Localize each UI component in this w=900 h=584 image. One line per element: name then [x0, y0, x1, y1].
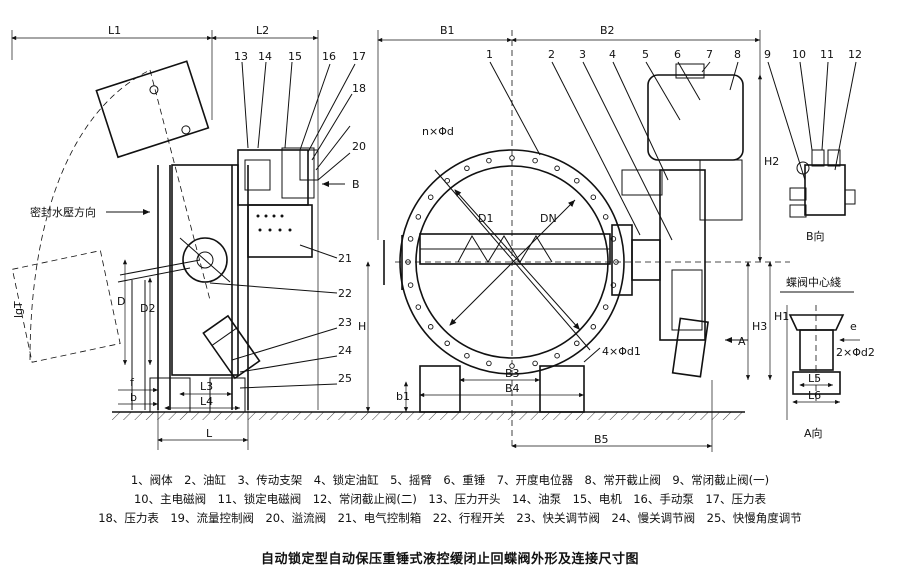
dim-B4: B4: [505, 382, 520, 395]
bolt-hole: [486, 157, 492, 164]
bolt-hole: [574, 177, 580, 184]
dim-e: e: [850, 320, 857, 333]
callout-21: 21: [338, 252, 352, 265]
dim-L1: L1: [108, 24, 121, 37]
dim-L4: L4: [200, 395, 213, 408]
dim-H3: H3: [752, 320, 767, 333]
bolt-hole: [590, 324, 597, 330]
bolt-hole: [602, 214, 609, 220]
bolt-hole: [427, 324, 434, 330]
callout-12: 12: [848, 48, 862, 61]
bolt-hole: [427, 194, 434, 200]
callout-18: 18: [352, 82, 366, 95]
callout-16: 16: [322, 50, 336, 63]
callout-6: 6: [674, 48, 681, 61]
dim-2-phid2: 2×Φd2: [836, 346, 875, 359]
callout-24: 24: [338, 344, 352, 357]
bolt-hole: [444, 340, 450, 347]
callout-4: 4: [609, 48, 616, 61]
callout-1: 1: [486, 48, 493, 61]
callout-3: 3: [579, 48, 586, 61]
legend-line-1: 1、阀体 2、油缸 3、传动支架 4、锁定油缸 5、摇臂 6、重锤 7、开度电位…: [130, 473, 770, 487]
bolt-hole: [407, 236, 414, 242]
dim-H2: H2: [764, 155, 779, 168]
bolt-hole: [532, 157, 538, 164]
legend-line-2: 10、主电磁阀 11、锁定电磁阀 12、常闭截止阀(二) 13、压力开头 14、…: [133, 492, 767, 506]
view-a: [780, 291, 860, 420]
callout-10: 10: [792, 48, 806, 61]
callout-17: 17: [352, 50, 366, 63]
ground: [112, 411, 745, 420]
bolt-hole: [554, 165, 560, 172]
dim-B3: B3: [505, 367, 520, 380]
dim-D: D: [117, 295, 125, 308]
callout-23: 23: [338, 316, 352, 329]
bolt-hole: [486, 360, 492, 367]
bolt-hole: [464, 352, 470, 359]
dim-L5: L5: [808, 372, 821, 385]
callout-25: 25: [338, 372, 352, 385]
dim-L2: L2: [256, 24, 269, 37]
callout-14: 14: [258, 50, 272, 63]
centerline-label: 蝶阀中心綫: [786, 275, 841, 289]
callout-5: 5: [642, 48, 649, 61]
dim-H1: H1: [774, 310, 789, 323]
callout-13: 13: [234, 50, 248, 63]
dim-lgT: lgT: [12, 301, 25, 318]
dim-L3: L3: [200, 380, 213, 393]
callout-20: 20: [352, 140, 366, 153]
view-b-title: B向: [806, 229, 825, 243]
callout-9: 9: [764, 48, 771, 61]
bolt-hole: [590, 194, 597, 200]
view-b: [789, 149, 856, 218]
dim-B1: B1: [440, 24, 455, 37]
dim-D2: D2: [140, 302, 155, 315]
bolt-hole: [554, 352, 560, 359]
legend-line-3: 18、压力表 19、流量控制阀 20、溢流阀 21、电气控制箱 22、行程开关 …: [98, 511, 802, 525]
dim-B2: B2: [600, 24, 615, 37]
bolt-hole: [415, 304, 422, 310]
bolt-hole: [574, 340, 580, 347]
bolt-hole: [444, 177, 450, 184]
callout-11: 11: [820, 48, 834, 61]
figure-caption: 自动锁定型自动保压重锤式液控缓闭止回蝶阀外形及连接尺寸图: [260, 552, 639, 567]
dim-b: b: [130, 391, 137, 404]
bolt-hole: [415, 214, 422, 220]
dim-B5: B5: [594, 433, 609, 446]
bolt-hole: [464, 165, 470, 172]
callout-8: 8: [734, 48, 741, 61]
bolt-hole: [509, 155, 515, 161]
view-a-arrow-label: A: [738, 335, 746, 348]
dim-n-phid: n×Φd: [422, 125, 454, 138]
dim-H: H: [358, 320, 366, 333]
dim-b1: b1: [396, 390, 410, 403]
bolt-hole: [532, 360, 538, 367]
front-view: [365, 30, 857, 452]
dim-4-phid1: 4×Φd1: [602, 345, 641, 358]
dim-L6: L6: [808, 389, 821, 402]
view-a-title: A向: [804, 426, 823, 440]
bolt-hole: [509, 363, 515, 369]
dim-f: f: [130, 376, 135, 389]
dim-L: L: [206, 427, 213, 440]
callout-7: 7: [706, 48, 713, 61]
dim-DN: DN: [540, 212, 557, 225]
callout-15: 15: [288, 50, 302, 63]
callout-2: 2: [548, 48, 555, 61]
bolt-hole: [602, 304, 609, 310]
view-b-arrow-label: B: [352, 178, 360, 191]
dim-D1: D1: [478, 212, 493, 225]
water-direction-label: 密封水壓方向: [30, 205, 96, 219]
left-side-view: [11, 30, 356, 450]
callout-22: 22: [338, 287, 352, 300]
bolt-hole: [407, 282, 414, 288]
